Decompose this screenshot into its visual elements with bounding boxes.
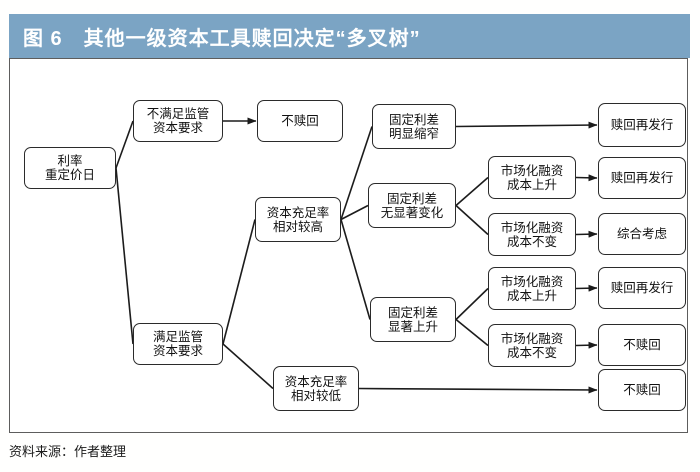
node-label: 市场化融资成本不变 [501,332,564,360]
node-root[interactable]: 利率重定价日 [24,147,116,189]
node-label: 市场化融资成本上升 [501,164,564,192]
node-label-line2: 成本上升 [506,288,557,303]
edge-spread-flat-to-cost-up-1 [455,176,489,207]
node-pass[interactable]: 满足监管资本要求 [133,323,223,365]
node-label: 利率重定价日 [45,154,95,182]
node-redeem-2[interactable]: 赎回再发行 [598,157,686,199]
node-label-line1: 固定利差 [386,191,437,206]
node-label: 赎回再发行 [611,281,674,295]
node-label-line2: 相对较高 [272,219,323,234]
node-redeem-1[interactable]: 赎回再发行 [598,103,686,147]
node-cost-flat-2[interactable]: 市场化融资成本不变 [488,324,576,367]
node-comprehensive[interactable]: 综合考虑 [598,213,686,255]
node-label: 资本充足率相对较高 [267,206,330,234]
node-label: 赎回再发行 [611,171,674,185]
edge-pass-to-car-high [222,219,256,345]
node-label: 不赎回 [623,383,661,397]
node-label: 市场化融资成本不变 [501,221,564,249]
diagram-canvas: 利率重定价日不满足监管资本要求满足监管资本要求不赎回资本充足率相对较高资本充足率… [10,59,689,434]
node-label: 资本充足率相对较低 [285,375,348,403]
edge-spread-narrow-to-redeem-1 [455,121,598,129]
node-label: 不赎回 [623,338,661,352]
figure-title-bar: 图 6 其他一级资本工具赎回决定“多叉树” [9,14,690,58]
node-label: 综合考虑 [617,227,667,241]
node-cost-up-1[interactable]: 市场化融资成本上升 [488,156,576,199]
node-car-low[interactable]: 资本充足率相对较低 [273,366,359,411]
node-label-line1: 满足监管 [152,330,203,344]
node-spread-narrow[interactable]: 固定利差明显缩窄 [372,104,456,149]
node-cost-up-2[interactable]: 市场化融资成本上升 [488,267,576,310]
edge-car-low-to-no-redeem-3 [358,386,598,394]
edge-root-to-pass [115,167,134,345]
node-label: 不赎回 [281,114,319,128]
node-label-line1: 资本充足率 [284,374,348,389]
edge-car-high-to-spread-up [340,219,371,320]
node-label-line1: 赎回再发行 [610,171,674,185]
node-label-line1: 固定利差 [388,112,439,127]
edge-cost-flat-1-to-comprehensive [575,230,598,238]
node-no-redeem-2[interactable]: 不赎回 [598,324,686,366]
node-label-line2: 资本要求 [152,121,203,135]
figure-title: 图 6 其他一级资本工具赎回决定“多叉树” [23,27,421,50]
node-no-redeem-3[interactable]: 不赎回 [598,369,686,411]
node-label-line2: 无显著变化 [380,205,444,220]
node-spread-flat[interactable]: 固定利差无显著变化 [368,183,456,228]
node-label-line1: 不赎回 [623,338,661,352]
edge-pass-to-car-low [222,343,274,390]
edge-cost-up-2-to-redeem-3 [575,284,598,292]
edge-cost-up-1-to-redeem-2 [575,174,598,182]
node-label: 固定利差显著上升 [388,306,438,334]
node-label: 固定利差无显著变化 [381,192,444,220]
edge-car-high-to-spread-flat [340,204,369,221]
node-label-line2: 明显缩窄 [388,126,439,141]
node-label: 赎回再发行 [611,118,674,132]
node-label-line2: 重定价日 [44,168,95,182]
node-label: 固定利差明显缩窄 [389,113,439,141]
node-fail[interactable]: 不满足监管资本要求 [133,100,223,142]
edge-root-to-fail [115,120,134,169]
node-no-redeem-1[interactable]: 不赎回 [257,100,343,142]
node-label-line2: 成本不变 [506,234,557,249]
node-label-line1: 综合考虑 [616,227,667,241]
node-label-line2: 成本上升 [506,177,557,192]
node-redeem-3[interactable]: 赎回再发行 [598,267,686,309]
edge-cost-flat-2-to-no-redeem-2 [575,341,598,349]
node-label: 市场化融资成本上升 [501,275,564,303]
node-label-line1: 固定利差 [387,305,438,320]
node-label-line2: 成本不变 [506,345,557,360]
edge-spread-flat-to-cost-flat-1 [455,204,489,236]
node-label-line1: 市场化融资 [500,220,564,235]
node-label: 不满足监管资本要求 [147,107,210,135]
node-label-line1: 市场化融资 [500,331,564,346]
node-label: 满足监管资本要求 [153,330,203,358]
node-label-line1: 不满足监管 [146,107,210,121]
node-label-line1: 赎回再发行 [610,118,674,132]
node-label-line1: 赎回再发行 [610,281,674,295]
node-label-line1: 不赎回 [281,114,319,128]
diagram-frame: 利率重定价日不满足监管资本要求满足监管资本要求不赎回资本充足率相对较高资本充足率… [9,58,688,433]
node-label-line2: 资本要求 [152,344,203,358]
node-label-line1: 资本充足率 [266,205,330,220]
edge-spread-up-to-cost-flat-2 [455,318,489,347]
edge-spread-up-to-cost-up-2 [455,287,489,321]
node-label-line2: 相对较低 [290,388,341,403]
node-label-line1: 市场化融资 [500,163,564,178]
node-car-high[interactable]: 资本充足率相对较高 [255,197,341,242]
node-label-line1: 市场化融资 [500,274,564,289]
node-label-line1: 利率 [57,154,83,168]
node-cost-flat-1[interactable]: 市场化融资成本不变 [488,213,576,256]
node-label-line1: 不赎回 [623,383,661,397]
source-note: 资料来源：作者整理 [9,444,127,459]
node-spread-up[interactable]: 固定利差显著上升 [370,297,456,342]
node-label-line2: 显著上升 [387,319,438,334]
